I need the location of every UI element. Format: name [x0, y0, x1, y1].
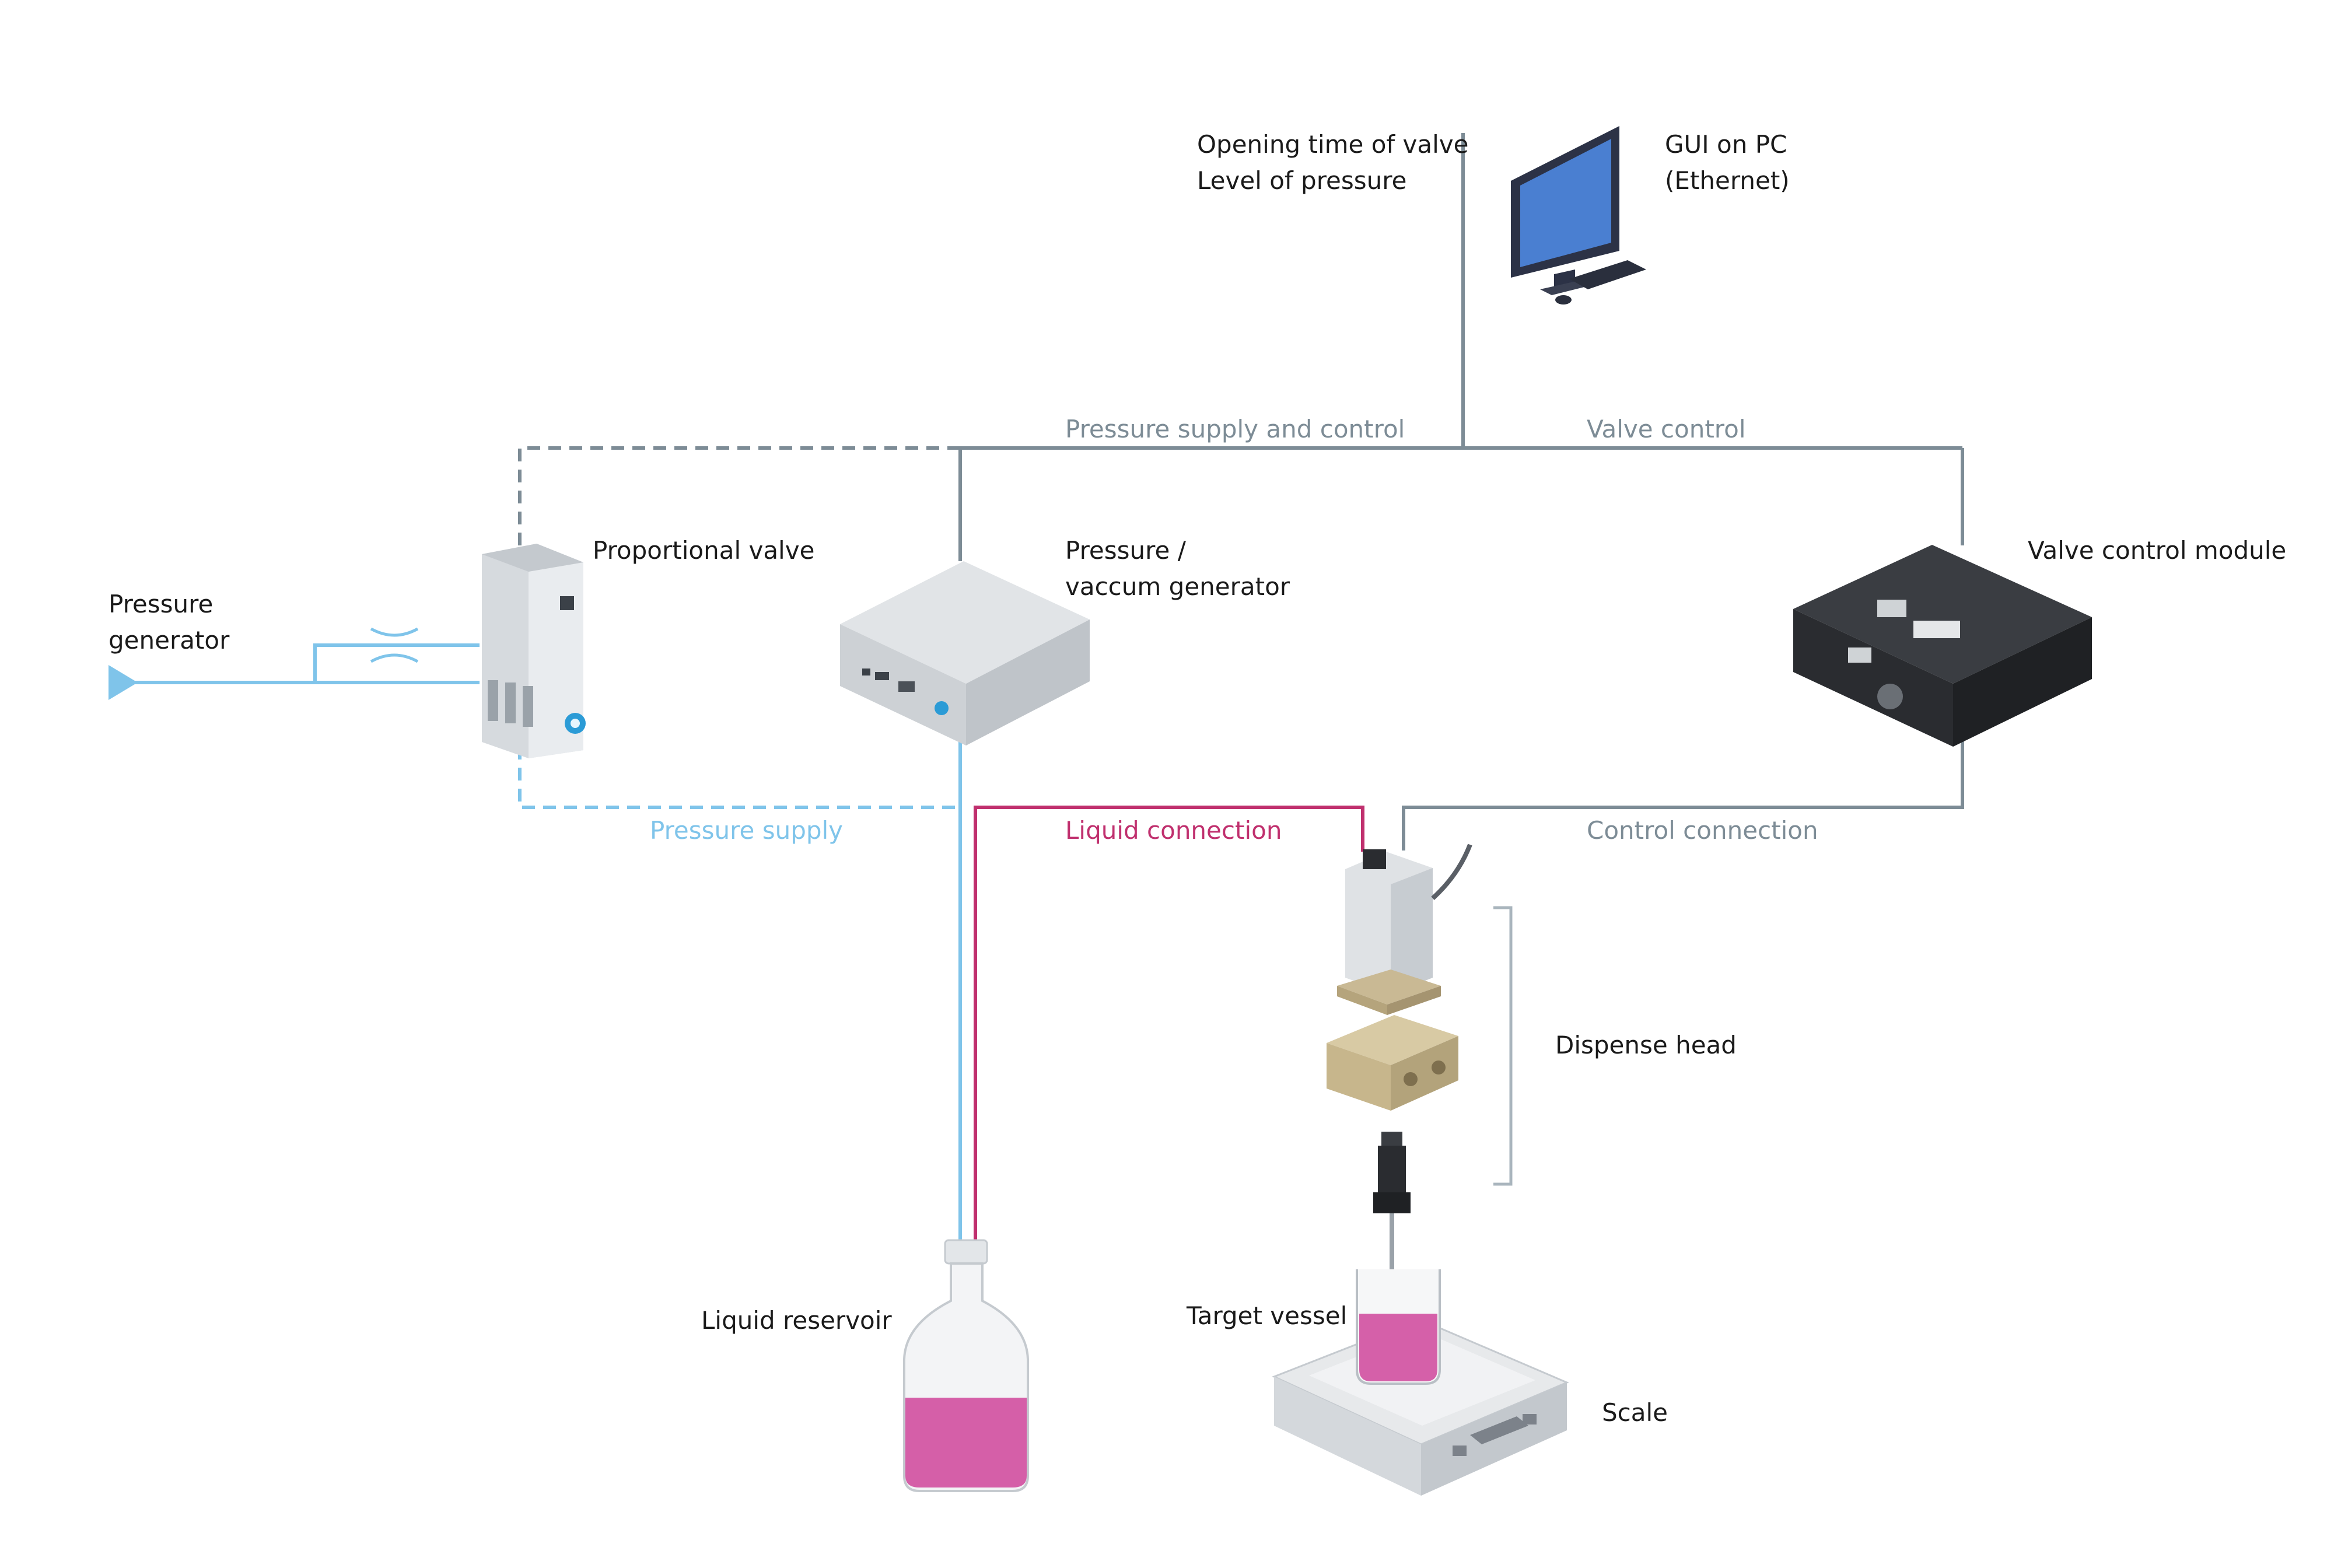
label-pv-generator-2: vaccum generator: [1065, 572, 1290, 601]
label-valve-control: Valve control: [1587, 415, 1746, 443]
label-target-vessel: Target vessel: [1186, 1301, 1347, 1330]
label-pressure-generator-2: generator: [109, 626, 230, 654]
label-level-pressure: Level of pressure: [1197, 166, 1406, 195]
label-pressure-generator-1: Pressure: [109, 590, 213, 618]
pc-monitor-icon: [1511, 126, 1646, 304]
pressure-generator-icon: [109, 665, 138, 700]
label-control-connection: Control connection: [1587, 816, 1818, 845]
label-pv-generator-1: Pressure /: [1065, 536, 1187, 565]
pressure-lines: [134, 643, 962, 1307]
target-vessel-icon: [1356, 1269, 1441, 1385]
dispense-valve-icon: [1337, 844, 1472, 1015]
liquid-lines: [974, 806, 1364, 1447]
label-liquid-reservoir: Liquid reservoir: [701, 1306, 892, 1335]
label-pressure-supply-control: Pressure supply and control: [1065, 415, 1405, 443]
dispense-nozzle-icon: [1373, 1132, 1411, 1295]
throttle-icon: [370, 627, 419, 663]
label-opening-time: Opening time of valve: [1197, 130, 1469, 159]
liquid-connection-line: [974, 806, 1364, 1447]
label-gui-ethernet: (Ethernet): [1665, 166, 1790, 195]
label-scale: Scale: [1602, 1398, 1668, 1427]
dashed-control-line: [518, 446, 960, 548]
pressure-vacuum-generator-icon: [840, 561, 1090, 746]
label-pressure-supply: Pressure supply: [650, 816, 843, 845]
label-proportional-valve: Proportional valve: [593, 536, 814, 565]
pressure-bypass-line: [313, 643, 480, 682]
control-connection-line: [1402, 729, 1964, 850]
dispense-head-bracket: [1493, 906, 1513, 1186]
label-dispense-head: Dispense head: [1555, 1031, 1737, 1059]
valve-control-module-icon: [1793, 545, 2092, 747]
label-valve-control-module: Valve control module: [2028, 536, 2286, 565]
proportional-valve-icon: [482, 544, 586, 758]
label-gui-pc: GUI on PC: [1665, 130, 1787, 159]
dashed-pressure-supply-line: [518, 747, 960, 809]
liquid-reservoir-icon: [903, 1239, 1029, 1492]
dispense-block-icon: [1327, 1015, 1458, 1111]
control-lines: [518, 133, 1964, 850]
label-liquid-connection: Liquid connection: [1065, 816, 1282, 845]
